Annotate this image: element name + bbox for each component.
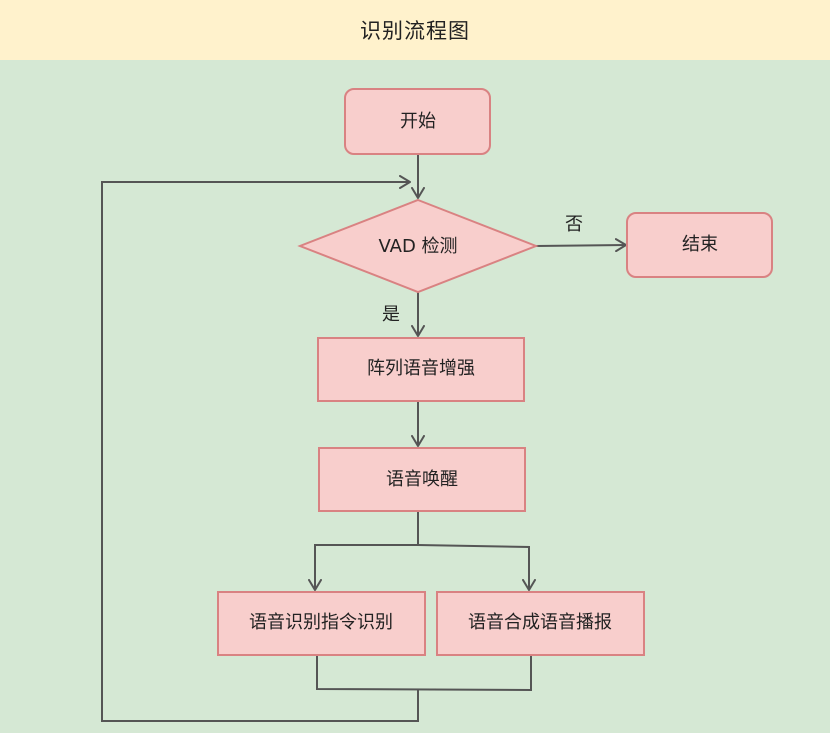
edge-wake-to-tts [417,544,536,591]
command-recognition-label: 语音识别指令识别 [249,612,393,633]
edge-loop-back-to-vad [101,175,419,722]
no-branch-label: 否 [565,214,583,235]
start-node-label: 开始 [400,111,436,132]
array-speech-enhancement-node: 阵列语音增强 [317,337,525,402]
speech-wakeup-node: 语音唤醒 [318,447,526,512]
array-speech-enhancement-label: 阵列语音增强 [367,358,475,379]
vad-decision: VAD 检测 [297,198,539,294]
start-node: 开始 [344,88,491,155]
end-node-label: 结束 [682,234,718,255]
edge-merge-return [316,655,532,692]
edge-vad-to-end [535,238,627,253]
command-recognition-node: 语音识别指令识别 [217,591,426,656]
end-node: 结束 [626,212,773,278]
speech-synthesis-node: 语音合成语音播报 [436,591,645,656]
yes-branch-label: 是 [382,304,400,325]
page-title: 识别流程图 [0,0,830,60]
speech-synthesis-label: 语音合成语音播报 [468,612,612,633]
edge-wake-to-command [308,511,419,591]
speech-wakeup-label: 语音唤醒 [386,469,458,490]
vad-decision-label: VAD 检测 [378,236,457,257]
